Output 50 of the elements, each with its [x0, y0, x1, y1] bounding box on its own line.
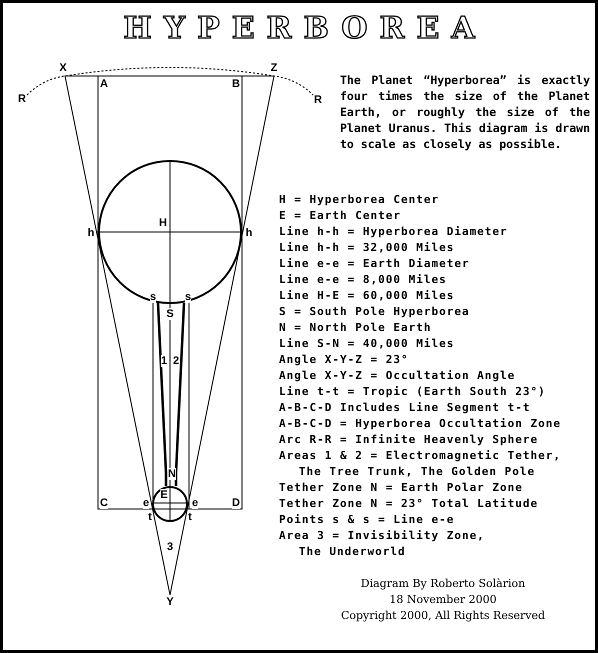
key-text: Arc R-R = Infinite Heavenly Sphere	[279, 432, 538, 448]
point-label: R	[314, 94, 322, 106]
description-text: The Planet “Hyperborea” is exactly four times the size of the Planet Earth, or roughly the size of the Planet Uranus. This diagram is drawn to scale as closely as possible.	[340, 72, 590, 152]
point-label: D	[232, 497, 240, 509]
key-text: Angle X-Y-Z = 23°	[279, 352, 409, 368]
area-number: 1	[160, 355, 168, 367]
point-label: t	[148, 511, 152, 523]
credit-text: Copyright 2000, All Rights Reserved	[340, 608, 546, 624]
point-label: C	[100, 497, 108, 509]
point-label: S	[166, 308, 174, 320]
point-label: Z	[270, 62, 278, 74]
key-text: E = Earth Center	[279, 208, 401, 224]
key-text: Line e-e = Earth Diameter	[279, 256, 470, 272]
key-text: A-B-C-D Includes Line Segment t-t	[279, 400, 531, 416]
credit-text: Diagram By Roberto Solàrion	[360, 576, 526, 592]
key-text: Areas 1 & 2 = Electromagnetic Tether, The Tree Trunk, The Golden Pole	[279, 448, 562, 480]
point-label: E	[160, 489, 168, 501]
point-label: t	[188, 511, 192, 523]
point-label: H	[159, 217, 167, 229]
title-text: HYPERBOREA	[122, 11, 488, 47]
point-label: h	[246, 227, 252, 239]
key-text: Angle X-Y-Z = Occultation Angle	[279, 368, 516, 384]
key-text: Points s & s = Line e-e	[279, 512, 454, 528]
key-text: Line h-h = 32,000 Miles	[279, 240, 454, 256]
point-label: h	[88, 227, 94, 239]
point-label: B	[232, 78, 240, 90]
point-label: X	[59, 62, 67, 74]
point-label: s	[184, 291, 192, 303]
key-text: Line t-t = Tropic (Earth South 23°)	[279, 384, 546, 400]
key-text: A-B-C-D = Hyperborea Occultation Zone	[279, 416, 562, 432]
key-text: H = Hyperborea Center	[279, 192, 440, 208]
key-text: Line H-E = 60,000 Miles	[279, 288, 454, 304]
area-number: 2	[172, 355, 180, 367]
key-text: Line e-e = 8,000 Miles	[279, 272, 447, 288]
point-label: Y	[166, 596, 174, 608]
credit-text: 18 November 2000	[389, 592, 497, 608]
point-label: R	[18, 93, 26, 105]
key-text: Line h-h = Hyperborea Diameter	[279, 224, 508, 240]
point-label: N	[168, 468, 176, 480]
point-label: A	[100, 78, 108, 90]
key-text: S = South Pole Hyperborea	[279, 304, 470, 320]
area-number: 3	[166, 541, 174, 553]
key-text: Area 3 = Invisibility Zone, The Underworld	[279, 528, 486, 560]
point-label: e	[192, 497, 198, 509]
point-label: e	[142, 497, 150, 509]
point-label: s	[150, 291, 156, 303]
key-text: N = North Pole Earth	[279, 320, 432, 336]
key-text: Tether Zone N = Earth Polar Zone	[279, 480, 523, 496]
key-text: Line S-N = 40,000 Miles	[279, 336, 454, 352]
key-text: Tether Zone N = 23° Total Latitude	[279, 496, 538, 512]
